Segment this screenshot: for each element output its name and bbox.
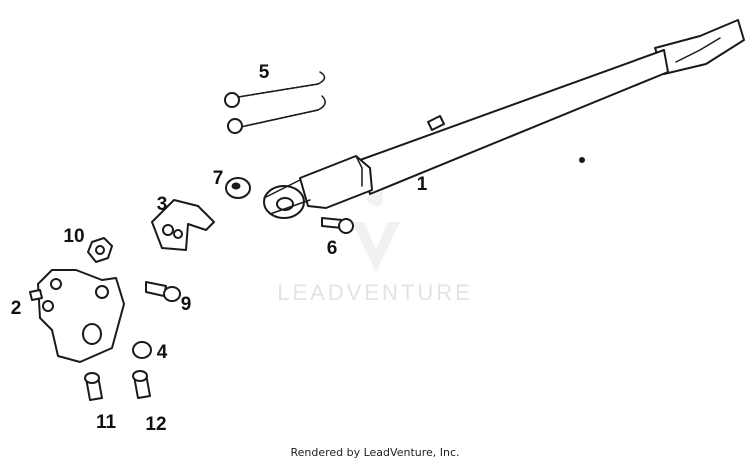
mounting-plate[interactable] (29, 269, 125, 363)
washer[interactable] (132, 341, 152, 359)
callout-6: 6 (327, 238, 338, 259)
callout-12: 12 (145, 414, 166, 435)
watermark-text: LEADVENTURE (277, 280, 473, 305)
callout-10: 10 (63, 226, 84, 247)
cap-screw-12[interactable] (132, 370, 151, 399)
callout-3: 3 (157, 194, 168, 215)
bracket[interactable] (151, 199, 215, 251)
cap-screw-11[interactable] (84, 372, 103, 401)
callout-7: 7 (213, 168, 224, 189)
callout-5: 5 (259, 62, 270, 83)
callout-11: 11 (96, 412, 117, 433)
nut[interactable] (225, 177, 251, 199)
callout-4: 4 (157, 342, 168, 363)
watermark: LEADVENTURE (277, 168, 473, 305)
render-credit: Rendered by LeadVenture, Inc. (290, 446, 460, 459)
callout-9: 9 (181, 294, 192, 315)
kickstand-leg[interactable] (263, 19, 745, 219)
hex-nut[interactable] (87, 237, 113, 263)
springs[interactable] (224, 71, 326, 134)
pivot-bolt[interactable] (145, 281, 181, 302)
bolt[interactable] (321, 217, 354, 234)
callout-2: 2 (11, 298, 22, 319)
callout-1: 1 (417, 174, 428, 195)
